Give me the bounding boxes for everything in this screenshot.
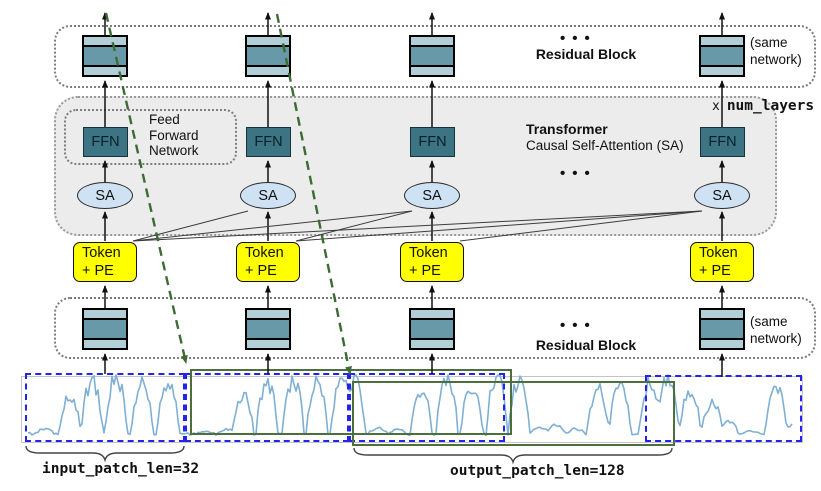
bottom-same-network-note: (same network)	[750, 314, 802, 346]
token-line1: Token	[699, 245, 738, 261]
ffn-box: FFN	[410, 127, 455, 157]
output-patch-box-2	[352, 381, 675, 446]
ffn-box: FFN	[83, 127, 128, 157]
ffn-box: FFN	[700, 127, 745, 157]
residual-block	[82, 308, 128, 350]
input-patch-len-label: input_patch_len=32	[42, 461, 200, 477]
input-patch-box-1	[25, 373, 185, 442]
residual-block	[409, 308, 455, 350]
ffn-box: FFN	[246, 127, 291, 157]
residual-band	[411, 310, 453, 318]
residual-block	[245, 308, 291, 350]
bottom-residual-label: Residual Block	[535, 337, 637, 353]
residual-band	[84, 37, 126, 45]
residual-band	[701, 67, 743, 75]
token-line1: Token	[245, 245, 284, 261]
multiplier-value: num_layers	[726, 98, 815, 114]
token-line2: + PE	[409, 263, 441, 279]
bottom-ellipsis: •••	[560, 317, 597, 334]
residual-band	[411, 320, 453, 338]
token-line2: + PE	[245, 263, 277, 279]
residual-band	[411, 47, 453, 65]
num-layers-label: x num_layers	[712, 95, 814, 114]
multiplier-prefix: x	[712, 99, 720, 114]
token-pe-box: Token + PE	[690, 242, 754, 282]
residual-band	[84, 320, 126, 338]
self-attention-node: SA	[240, 182, 296, 209]
self-attention-node: SA	[694, 182, 750, 209]
residual-band	[411, 37, 453, 45]
top-ellipsis: •••	[560, 30, 597, 47]
residual-block	[699, 35, 745, 77]
residual-band	[84, 47, 126, 65]
residual-block	[82, 35, 128, 77]
residual-band	[701, 310, 743, 318]
residual-band	[247, 67, 289, 75]
token-line2: + PE	[82, 263, 114, 279]
transformer-ellipsis: •••	[560, 165, 597, 182]
self-attention-node: SA	[404, 182, 460, 209]
token-line1: Token	[82, 245, 121, 261]
residual-block	[699, 308, 745, 350]
residual-band	[411, 340, 453, 348]
residual-band	[84, 67, 126, 75]
transformer-subtitle: Causal Self-Attention (SA)	[526, 138, 684, 153]
transformer-title: Transformer	[526, 121, 608, 137]
token-pe-box: Token + PE	[73, 242, 137, 282]
self-attention-node: SA	[77, 182, 133, 209]
residual-band	[247, 340, 289, 348]
residual-block	[409, 35, 455, 77]
token-pe-box: Token + PE	[400, 242, 464, 282]
residual-band	[701, 37, 743, 45]
top-residual-label: Residual Block	[535, 46, 637, 62]
residual-band	[411, 67, 453, 75]
token-line2: + PE	[699, 263, 731, 279]
residual-band	[247, 320, 289, 338]
residual-band	[247, 310, 289, 318]
residual-band	[701, 47, 743, 65]
residual-band	[247, 47, 289, 65]
residual-band	[84, 340, 126, 348]
token-line1: Token	[409, 245, 448, 261]
ffn-note: Feed Forward Network	[149, 112, 199, 158]
residual-band	[247, 37, 289, 45]
residual-block	[245, 35, 291, 77]
residual-band	[701, 320, 743, 338]
top-same-network-note: (same network)	[750, 35, 802, 67]
residual-band	[701, 340, 743, 348]
token-pe-box: Token + PE	[236, 242, 300, 282]
output-patch-len-label: output_patch_len=128	[450, 463, 625, 479]
residual-band	[84, 310, 126, 318]
